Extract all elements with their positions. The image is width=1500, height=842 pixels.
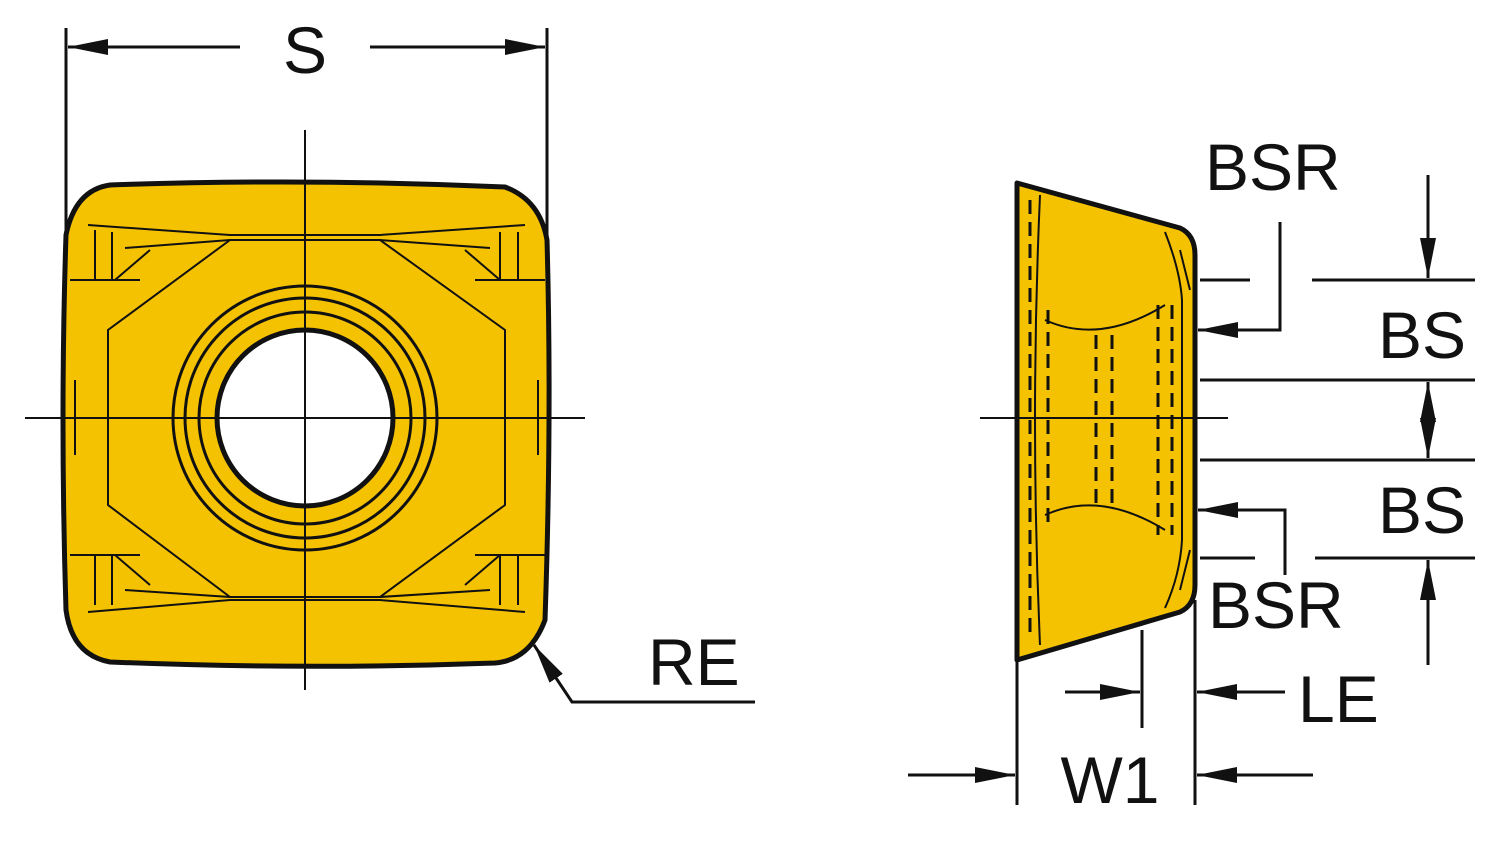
label-le: LE (1298, 662, 1379, 736)
label-w1: W1 (1061, 743, 1160, 817)
s-extension-lines (64, 28, 549, 235)
label-bs-bottom: BS (1378, 473, 1466, 547)
bsr-top-leader (1198, 222, 1282, 338)
bsr-bottom-leader (1198, 502, 1287, 575)
label-s: S (283, 13, 327, 87)
insert-side-view: BS BS BSR BSR LE W1 (908, 130, 1475, 817)
w1-le-extension-lines (1015, 600, 1197, 805)
insert-side-body (1014, 180, 1198, 663)
bs-extension-lines (1200, 278, 1475, 560)
label-bs-top: BS (1378, 298, 1466, 372)
insert-top-view: S RE (25, 13, 755, 704)
side-facets (1034, 194, 1191, 646)
label-re: RE (648, 625, 740, 699)
hidden-lines (1028, 200, 1174, 640)
label-bsr-top: BSR (1205, 130, 1341, 204)
label-bsr-bottom: BSR (1208, 568, 1344, 642)
center-lines (25, 130, 585, 690)
re-leader (532, 644, 755, 704)
